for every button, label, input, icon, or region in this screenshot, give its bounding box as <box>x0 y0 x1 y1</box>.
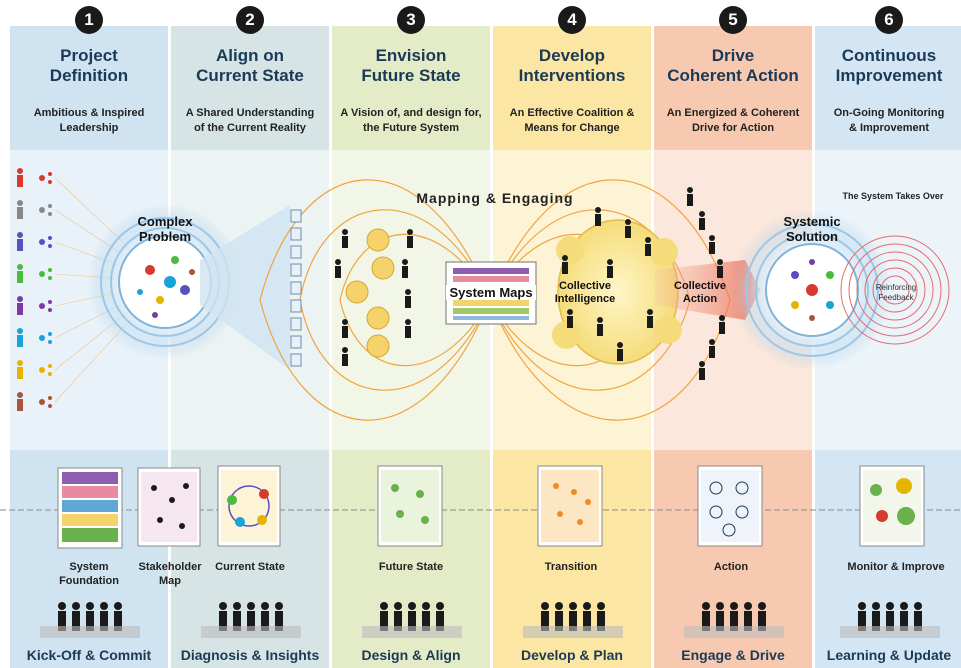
diagnosis-beam <box>200 205 290 370</box>
step-title-5: Drive Coherent Action <box>667 46 799 85</box>
feedback-rings <box>840 235 950 345</box>
systemic-solution-glow <box>732 210 892 370</box>
team-silhouettes <box>58 602 922 631</box>
team-platforms <box>40 626 940 638</box>
bottom-label-5: Engage & Drive <box>681 647 785 663</box>
complex-problem-label: Complex Problem <box>137 214 193 244</box>
people-column-5 <box>687 187 725 380</box>
thumbnail-transition <box>537 465 603 547</box>
step-number-4: 4 <box>558 6 586 34</box>
people-column-3 <box>335 229 413 366</box>
thumbnail-monitor-improve <box>859 465 925 547</box>
system-takes-over-label: The System Takes Over <box>842 191 944 201</box>
step-subtitle-6: On-Going Monitoring & Improvement <box>833 107 945 134</box>
bottom-label-3: Design & Align <box>361 647 461 663</box>
monitor-improve-label: Monitor & Improve <box>847 561 945 573</box>
step-number-1: 1 <box>75 6 103 34</box>
step-title-3: Envision Future State <box>361 46 461 85</box>
reinforcing-feedback-label: Reinforcing Feedback <box>875 283 917 302</box>
bottom-label-2: Diagnosis & Insights <box>180 647 320 663</box>
step-number-5: 5 <box>719 6 747 34</box>
system-foundation-label: System Foundation <box>59 561 119 587</box>
systemic-solution-label: Systemic Solution <box>783 214 841 244</box>
document-list <box>290 209 302 367</box>
step-subtitle-5: An Energized & Coherent Drive for Action <box>666 107 800 134</box>
collective-action-label: Collective Action <box>674 280 726 305</box>
step-title-1: Project Definition <box>49 46 129 85</box>
thumbnail-action <box>697 465 763 547</box>
step-number-2: 2 <box>236 6 264 34</box>
collective-intelligence-label: Collective Intelligence <box>554 280 616 305</box>
step-subtitle-1: Ambitious & Inspired Leadership <box>33 107 145 134</box>
idea-clouds <box>345 228 395 358</box>
step-subtitle-2: A Shared Understanding of the Current Re… <box>185 107 315 134</box>
transition-label: Transition <box>544 561 598 573</box>
step-title-2: Align on Current State <box>196 46 304 85</box>
step-number-6: 6 <box>875 6 903 34</box>
mapping-engaging-label: Mapping & Engaging <box>416 190 574 206</box>
bottom-label-1: Kick-Off & Commit <box>26 647 152 663</box>
bottom-label-4: Develop & Plan <box>521 647 623 663</box>
step-subtitle-4: An Effective Coalition & Means for Chang… <box>509 107 635 134</box>
thumbnail-system-foundation <box>57 467 123 549</box>
thumbnail-stakeholder-map <box>137 467 201 547</box>
step-number-3: 3 <box>397 6 425 34</box>
step-subtitle-3: A Vision of, and design for, the Future … <box>340 107 482 134</box>
step-title-4: Develop Interventions <box>518 46 626 85</box>
current-state-label: Current State <box>215 561 285 573</box>
stakeholder-icons <box>17 168 52 411</box>
stakeholder-map-label: Stakeholder Map <box>138 561 202 587</box>
step-title-6: Continuous Improvement <box>835 46 943 85</box>
system-maps-label: System Maps <box>446 285 536 300</box>
bottom-label-6: Learning & Update <box>826 647 952 663</box>
future-state-label: Future State <box>378 561 444 573</box>
thumbnail-current-state <box>217 465 281 547</box>
thumbnail-future-state <box>377 465 443 547</box>
people-column-4 <box>562 207 653 361</box>
action-label: Action <box>713 561 749 573</box>
